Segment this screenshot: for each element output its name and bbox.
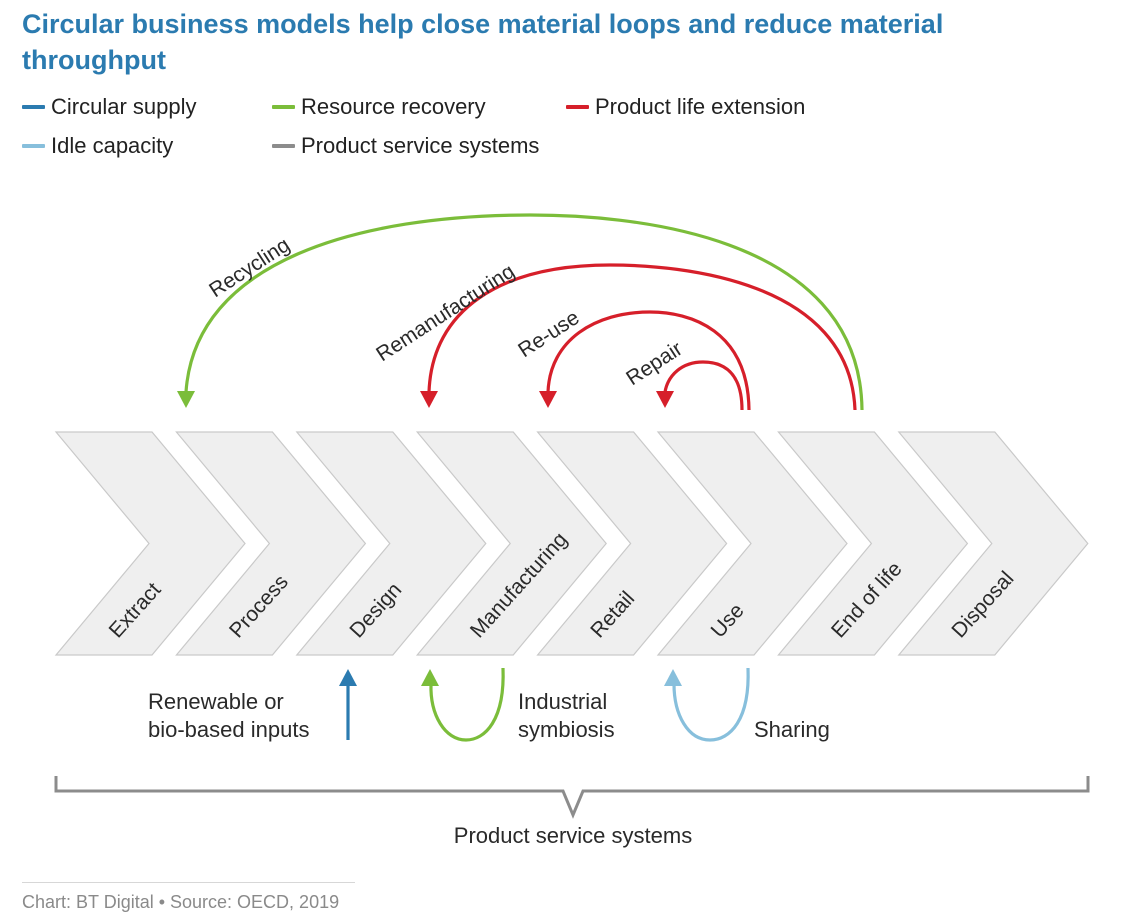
arrow-down-icon <box>539 391 557 408</box>
legend: Circular supply Resource recovery Produc… <box>22 92 922 172</box>
flow-label-line: Sharing <box>754 717 830 742</box>
legend-label: Product service systems <box>301 133 540 158</box>
legend-swatch <box>272 144 295 148</box>
stage-chevron <box>536 431 728 656</box>
flow-loop-arc <box>429 667 505 742</box>
stage-chevron <box>415 431 607 656</box>
stage-chevron <box>656 431 848 656</box>
loop-label: Remanufacturing <box>372 260 519 366</box>
loop-arc <box>546 310 751 411</box>
flow-industrial-symbiosis: Industrial symbiosis <box>421 667 615 742</box>
legend-swatch <box>22 144 45 148</box>
flow-label-line: symbiosis <box>518 717 615 742</box>
stage-process: Process <box>175 431 367 656</box>
legend-swatch <box>566 105 589 109</box>
stage-design: Design <box>295 431 487 656</box>
legend-swatch <box>22 105 45 109</box>
stage-chevron <box>295 431 487 656</box>
stage-retail: Retail <box>536 431 728 656</box>
flow-sharing: Sharing <box>664 667 830 742</box>
legend-label: Idle capacity <box>51 133 174 158</box>
flow-label-line: Industrial <box>518 689 607 714</box>
legend-label: Resource recovery <box>301 94 486 119</box>
legend-label: Circular supply <box>51 94 197 119</box>
stage-chevron <box>54 431 246 656</box>
flow-loop-arc <box>672 667 750 742</box>
flow-label-line: Renewable or <box>148 689 284 714</box>
loop-arc <box>663 360 744 411</box>
loop-recycling: Recycling <box>177 213 864 411</box>
product-service-systems-bracket: Product service systems <box>54 776 1090 848</box>
arrow-down-icon <box>656 391 674 408</box>
stage-chevron <box>777 431 969 656</box>
loop-repair: Repair <box>622 337 744 411</box>
arrow-down-icon <box>420 391 438 408</box>
loop-arc <box>184 213 864 411</box>
loop-label: Repair <box>622 337 686 390</box>
flow-renewable-or-bio-based-inputs: Renewable or bio-based inputs <box>148 669 357 742</box>
stage-disposal: Disposal <box>897 431 1089 656</box>
chart-title: Circular business models help close mate… <box>22 9 944 75</box>
stage-chevron <box>175 431 367 656</box>
flow-label-line: bio-based inputs <box>148 717 309 742</box>
bracket-line <box>54 776 1090 819</box>
footer-divider <box>22 882 355 883</box>
stage-end-of-life: End of life <box>777 431 969 656</box>
flows-below: Renewable or bio-based inputs Industrial sy… <box>148 667 830 742</box>
loop-arc <box>427 263 857 411</box>
loop-remanufacturing: Remanufacturing <box>372 260 857 411</box>
legend-item-idle-capacity: Idle capacity <box>22 131 173 161</box>
legend-label: Product life extension <box>595 94 806 119</box>
stage-use: Use <box>656 431 848 656</box>
loop-re-use: Re-use <box>514 306 751 411</box>
loop-label: Re-use <box>514 306 583 362</box>
arrow-up-icon <box>421 669 439 686</box>
chart-source: Chart: BT Digital • Source: OECD, 2019 <box>22 892 340 912</box>
legend-item-product-life-extension: Product life extension <box>566 92 805 122</box>
arrow-up-icon <box>339 669 357 686</box>
arrow-down-icon <box>177 391 195 408</box>
legend-item-circular-supply: Circular supply <box>22 92 197 122</box>
stage-chevron <box>897 431 1089 656</box>
legend-item-product-service-systems: Product service systems <box>272 131 539 161</box>
loop-label: Recycling <box>205 233 294 302</box>
legend-swatch <box>272 105 295 109</box>
stage-extract: Extract <box>54 431 246 656</box>
legend-item-resource-recovery: Resource recovery <box>272 92 486 122</box>
bracket-label: Product service systems <box>454 823 692 848</box>
arrow-up-icon <box>664 669 682 686</box>
